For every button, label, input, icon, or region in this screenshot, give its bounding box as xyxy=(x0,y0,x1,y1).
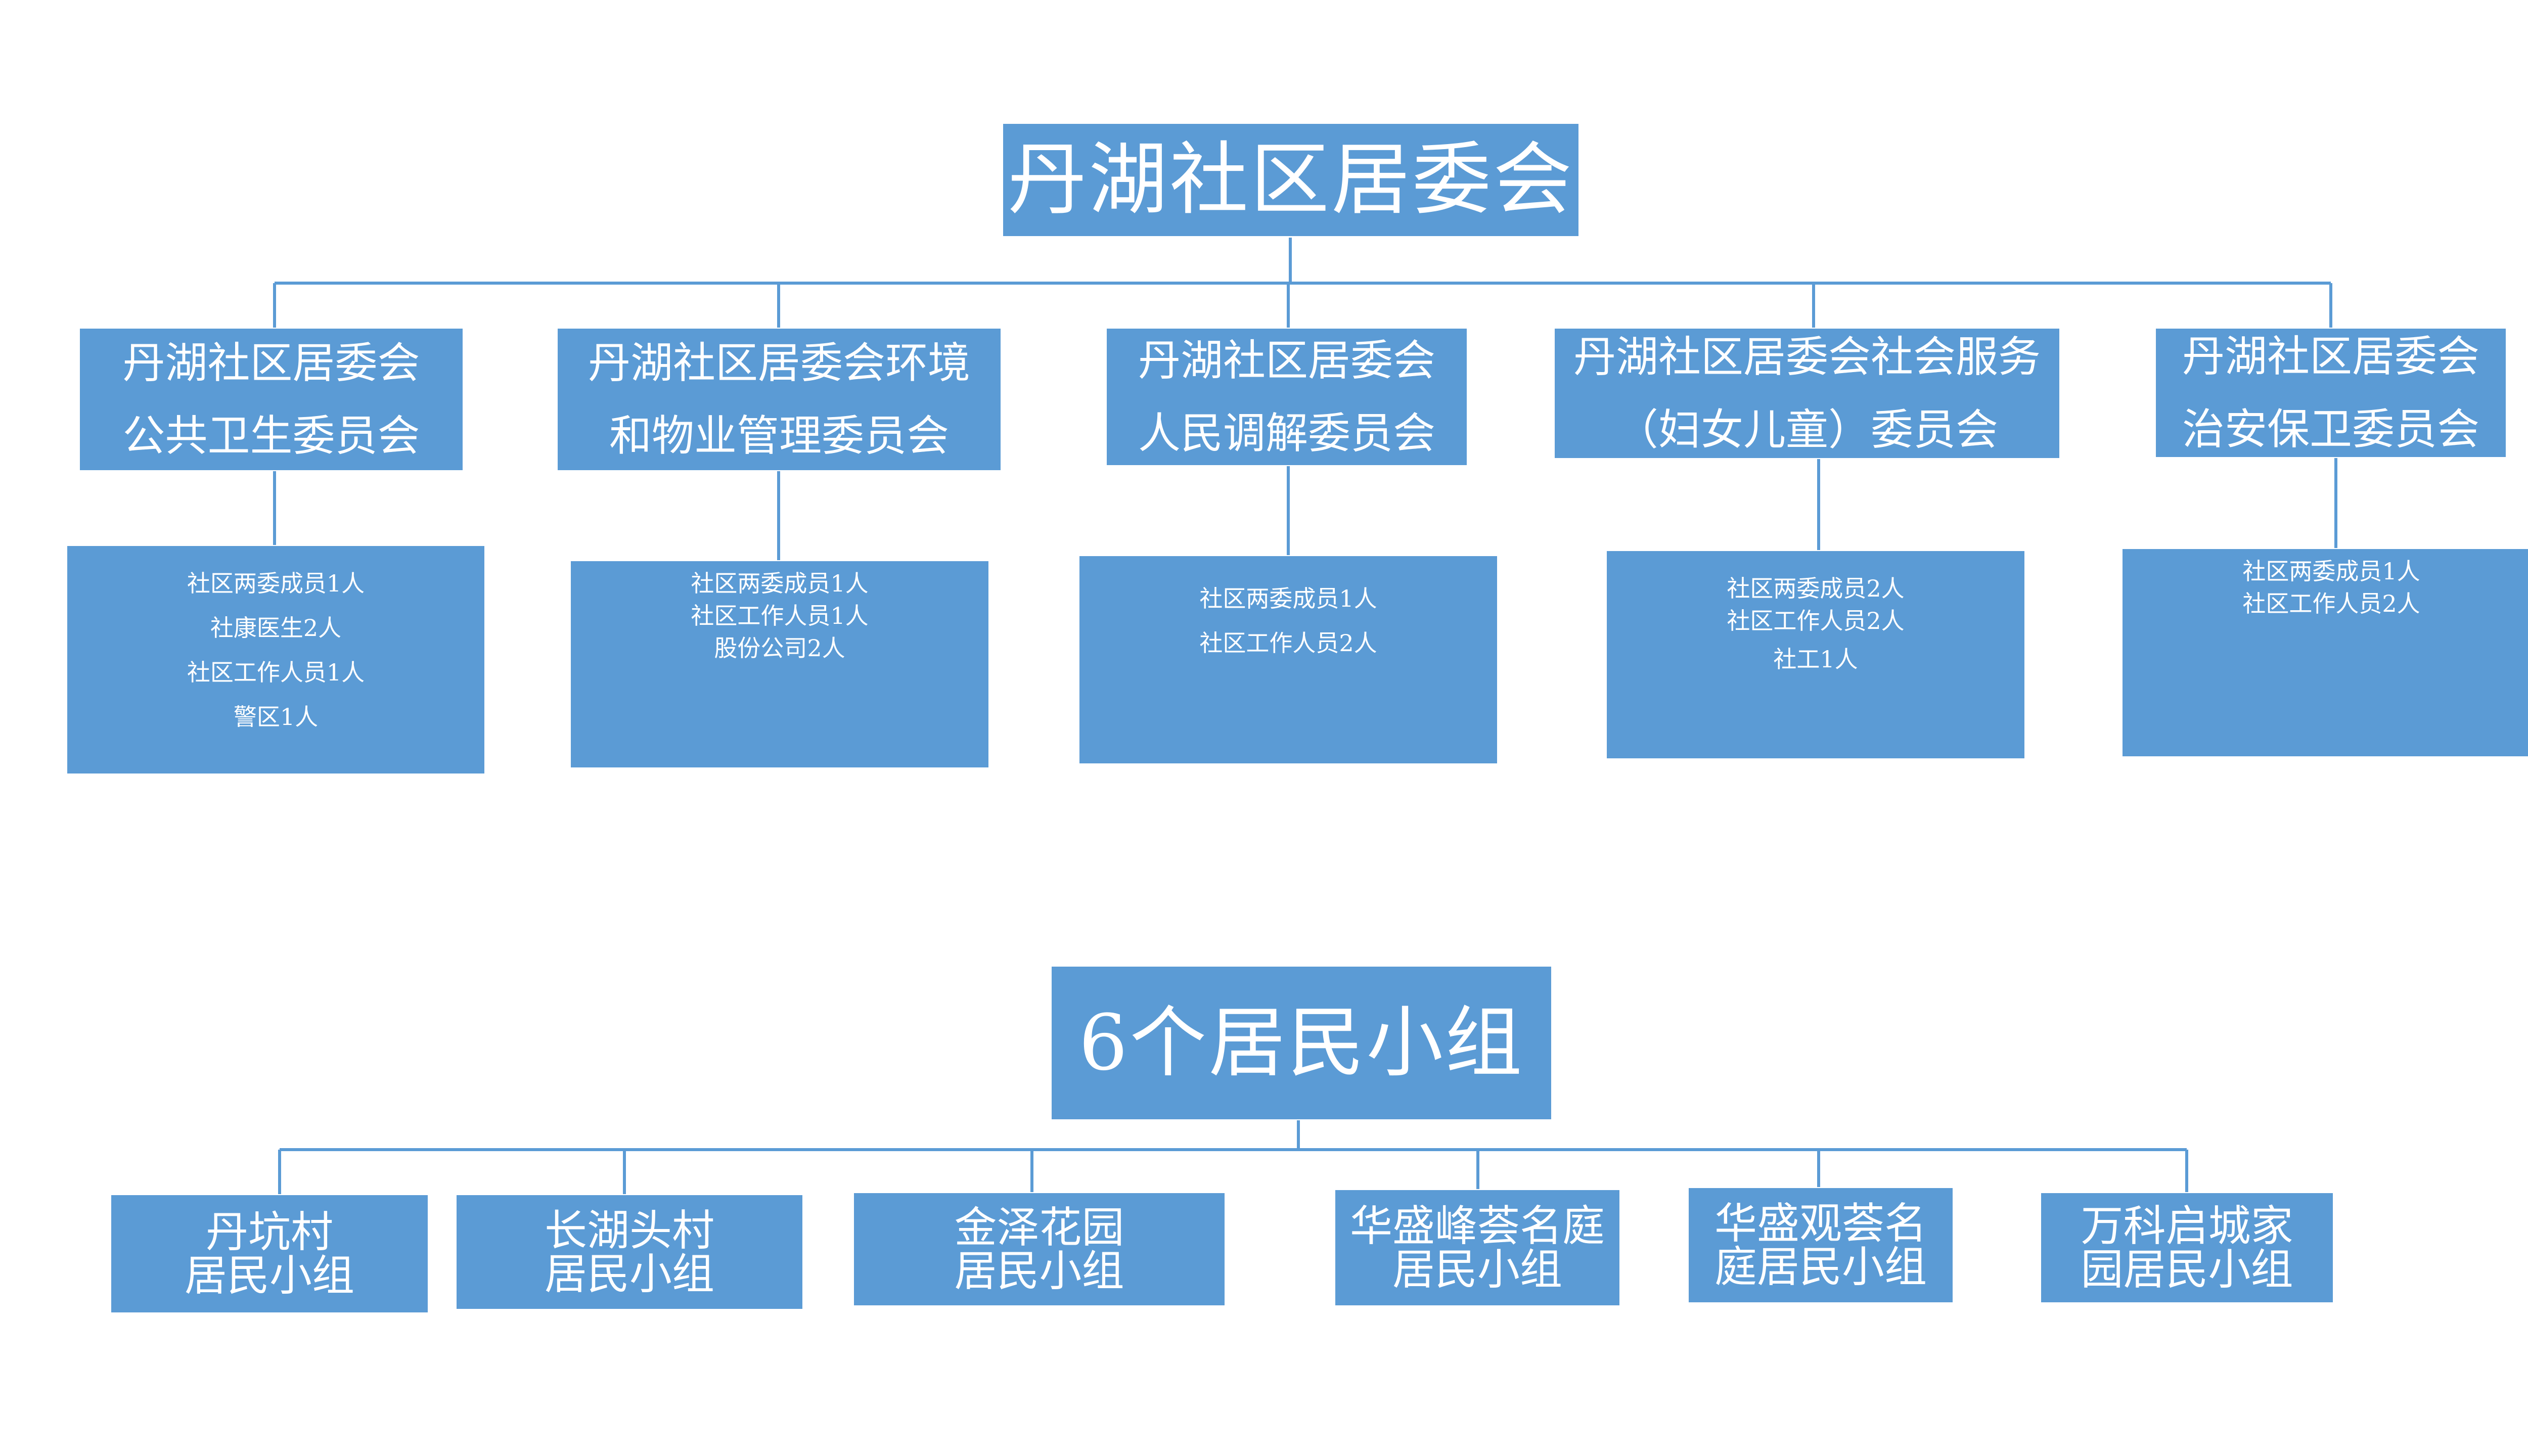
resident-group-node: 长湖头村 居民小组 xyxy=(457,1195,802,1309)
detail-line: 社区两委成员2人 xyxy=(1727,575,1905,602)
groups-root-title: 6个居民小组 xyxy=(1078,997,1524,1087)
group-title-line: 居民小组 xyxy=(954,1246,1124,1296)
resident-group-node: 万科启城家 园居民小组 xyxy=(2041,1193,2333,1302)
group-title-line: 庭居民小组 xyxy=(1714,1242,1927,1292)
resident-group-node: 华盛观荟名 庭居民小组 xyxy=(1689,1188,1953,1302)
detail-line: 社区两委成员1人 xyxy=(1199,585,1377,612)
committee-title-line: 治安保卫委员会 xyxy=(2182,404,2479,454)
committee-title-line: 和物业管理委员会 xyxy=(609,411,949,461)
detail-line: 社区工作人员2人 xyxy=(1199,629,1377,657)
group-title-line: 万科启城家 xyxy=(2081,1201,2293,1251)
detail-line: 社区两委成员1人 xyxy=(187,570,365,597)
committee-detail-box: 社区两委成员1人 社区工作人员2人 xyxy=(1079,556,1497,763)
committee-detail-box: 社区两委成员2人 社区工作人员2人 社工1人 xyxy=(1607,551,2024,758)
group-title-line: 园居民小组 xyxy=(2081,1245,2293,1294)
group-title-line: 居民小组 xyxy=(184,1251,354,1300)
detail-line: 社康医生2人 xyxy=(210,614,342,642)
committee-title-line: 丹湖社区居委会 xyxy=(122,338,420,388)
committee-node: 丹湖社区居委会社会服务 （妇女儿童）委员会 xyxy=(1555,329,2059,458)
groups-root-node: 6个居民小组 xyxy=(1052,967,1551,1119)
committee-node: 丹湖社区居委会 人民调解委员会 xyxy=(1107,329,1467,465)
detail-line: 社区两委成员1人 xyxy=(2242,558,2420,585)
committee-title-line: 公共卫生委员会 xyxy=(122,411,420,461)
committee-detail-box: 社区两委成员1人 社康医生2人 社区工作人员1人 警区1人 xyxy=(67,546,484,774)
group-title-line: 居民小组 xyxy=(544,1249,714,1299)
root-title: 丹湖社区居委会 xyxy=(1008,133,1574,226)
detail-line: 社工1人 xyxy=(1773,646,1858,673)
detail-line: 社区工作人员2人 xyxy=(1727,607,1905,634)
committee-node: 丹湖社区居委会环境 和物业管理委员会 xyxy=(558,329,1001,470)
detail-line: 社区两委成员1人 xyxy=(691,570,869,597)
detail-line: 社区工作人员1人 xyxy=(691,602,869,629)
group-title-line: 居民小组 xyxy=(1392,1245,1562,1294)
committee-title-line: 丹湖社区居委会环境 xyxy=(588,338,970,388)
group-title-line: 丹坑村 xyxy=(205,1207,333,1257)
resident-group-node: 华盛峰荟名庭 居民小组 xyxy=(1335,1190,1619,1305)
resident-group-node: 丹坑村 居民小组 xyxy=(111,1195,428,1312)
committee-detail-box: 社区两委成员1人 社区工作人员1人 股份公司2人 xyxy=(571,561,988,767)
group-title-line: 华盛观荟名 xyxy=(1714,1199,1927,1248)
group-title-line: 长湖头村 xyxy=(544,1205,714,1255)
committee-title-line: 丹湖社区居委会 xyxy=(1138,336,1435,385)
committee-title-line: 丹湖社区居委会社会服务 xyxy=(1573,332,2041,382)
committee-node: 丹湖社区居委会 公共卫生委员会 xyxy=(80,329,463,470)
committee-title-line: 人民调解委员会 xyxy=(1138,408,1435,458)
detail-line: 股份公司2人 xyxy=(714,634,845,662)
committee-title-line: 丹湖社区居委会 xyxy=(2182,332,2479,381)
detail-line: 社区工作人员2人 xyxy=(2242,590,2420,617)
group-title-line: 华盛峰荟名庭 xyxy=(1349,1201,1605,1251)
committee-node: 丹湖社区居委会 治安保卫委员会 xyxy=(2156,329,2506,457)
committee-detail-box: 社区两委成员1人 社区工作人员2人 xyxy=(2123,549,2528,756)
resident-group-node: 金泽花园 居民小组 xyxy=(854,1193,1225,1305)
committee-title-line: （妇女儿童）委员会 xyxy=(1615,405,1998,454)
detail-line: 社区工作人员1人 xyxy=(187,659,365,686)
group-title-line: 金泽花园 xyxy=(954,1203,1124,1252)
detail-line: 警区1人 xyxy=(233,703,319,731)
root-node: 丹湖社区居委会 xyxy=(1003,124,1578,236)
